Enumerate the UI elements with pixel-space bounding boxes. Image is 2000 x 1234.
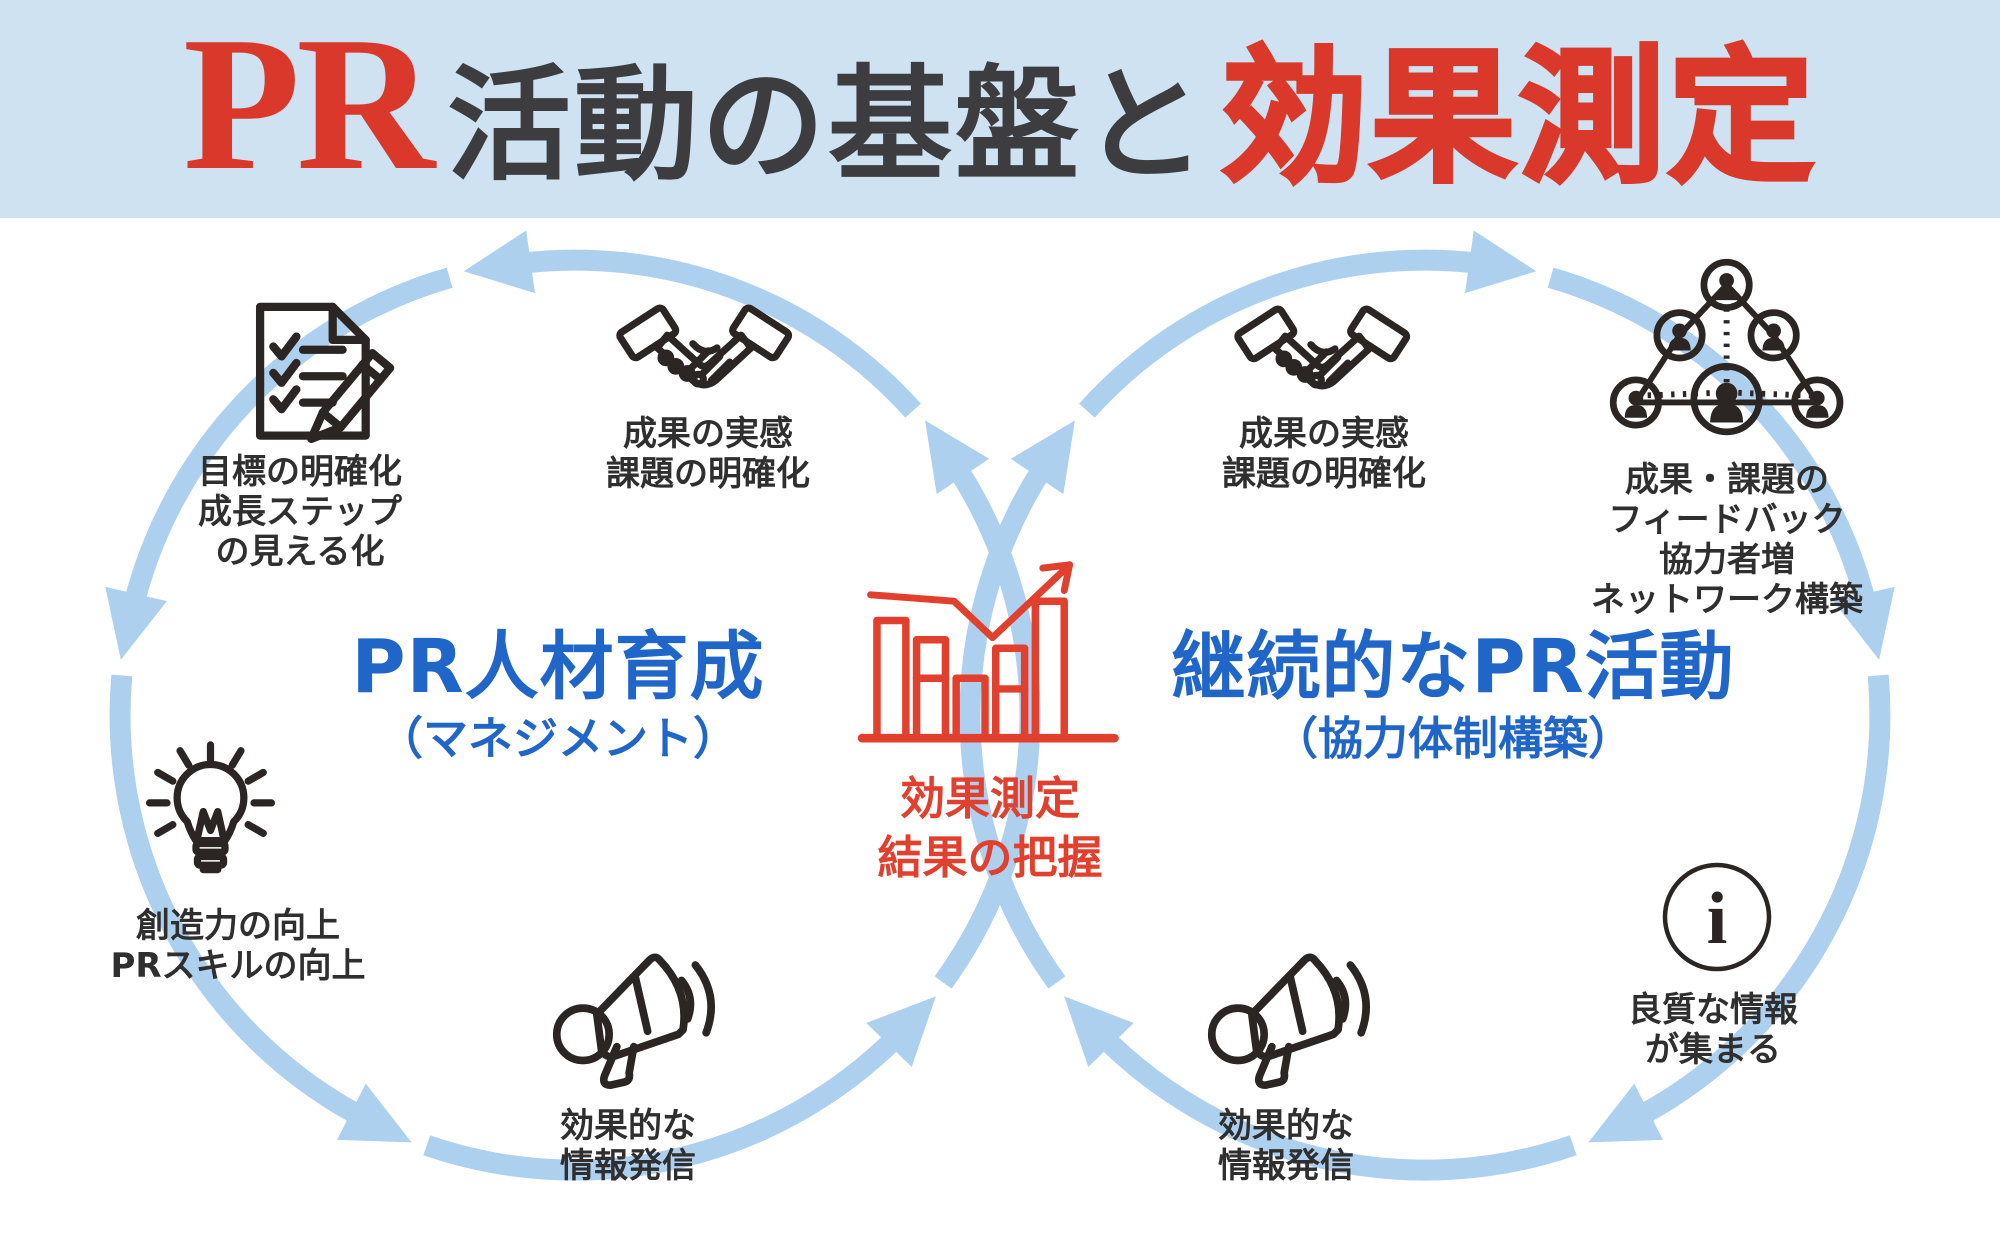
label-line: ネットワーク構築	[1591, 580, 1863, 621]
label-line: 目標の明確化	[198, 452, 402, 492]
node-label-broadcast-left: 効果的な 情報発信	[560, 1106, 696, 1186]
label-line: が集まる	[1645, 1030, 1781, 1071]
label-line: 協力者増	[1659, 540, 1795, 581]
label-line: 効果的な	[560, 1106, 696, 1146]
label-line: 課題の明確化	[1222, 454, 1426, 495]
lightbulb-icon	[145, 741, 276, 874]
left-cycle-ring	[105, 230, 1041, 1181]
handshake-icon	[616, 304, 793, 389]
label-line: 良質な情報	[1628, 990, 1798, 1030]
label-line: 成長ステップ	[198, 492, 402, 533]
label-line: 創造力の向上	[135, 906, 340, 946]
node-label-network: 成果・課題の フィードバック 協力者増 ネットワーク構築	[1591, 460, 1863, 620]
info-icon: i	[1662, 862, 1772, 972]
node-label-broadcast-right: 効果的な 情報発信	[1218, 1106, 1354, 1186]
megaphone-icon	[1207, 953, 1370, 1089]
title-middle: 活動の基盤と	[446, 54, 1209, 198]
title-emphasis: 効果測定	[1219, 33, 1817, 203]
node-label-results-left: 成果の実感 課題の明確化	[606, 414, 810, 494]
label-line: 成果の実感	[1239, 414, 1409, 454]
node-label-goals: 目標の明確化 成長ステップ の見える化	[198, 452, 402, 572]
center-measurement-label: 効果測定 結果の把握	[877, 770, 1102, 887]
handshake-icon	[1234, 305, 1411, 390]
megaphone-icon	[552, 953, 715, 1089]
info-icon-glyph: i	[1707, 878, 1728, 960]
people-network-icon	[1609, 258, 1844, 436]
label-line: 効果測定	[899, 772, 1081, 825]
checklist-document-icon	[255, 302, 395, 444]
label-line: 成果の実感	[623, 414, 793, 454]
node-label-creativity: 創造力の向上 PRスキルの向上	[110, 906, 365, 986]
label-line: 情報発信	[1218, 1146, 1354, 1187]
right-cycle-ring	[959, 230, 1895, 1181]
left-cycle-title: PR人材育成	[351, 624, 765, 710]
label-line: 課題の明確化	[606, 454, 810, 495]
left-cycle-subtitle: （マネジメント）	[377, 712, 739, 765]
label-line: 効果的な	[1218, 1106, 1354, 1146]
label-line: 結果の把握	[877, 830, 1103, 884]
label-line: の見える化	[215, 532, 385, 573]
label-line: フィードバック	[1608, 500, 1846, 541]
node-label-results-right: 成果の実感 課題の明確化	[1222, 414, 1426, 494]
bar-chart-growth-icon	[857, 561, 1119, 743]
label-line: 情報発信	[560, 1146, 696, 1187]
right-cycle-title: 継続的なPR活動	[1171, 624, 1735, 710]
title-pr: PR	[183, 0, 435, 210]
node-label-quality-info: 良質な情報 が集まる	[1628, 990, 1798, 1070]
title-banner: PR 活動の基盤と 効果測定	[0, 0, 2000, 218]
label-line: 成果・課題の	[1625, 460, 1829, 500]
label-line: PRスキルの向上	[110, 946, 366, 987]
right-cycle-subtitle: （協力体制構築）	[1272, 712, 1634, 765]
